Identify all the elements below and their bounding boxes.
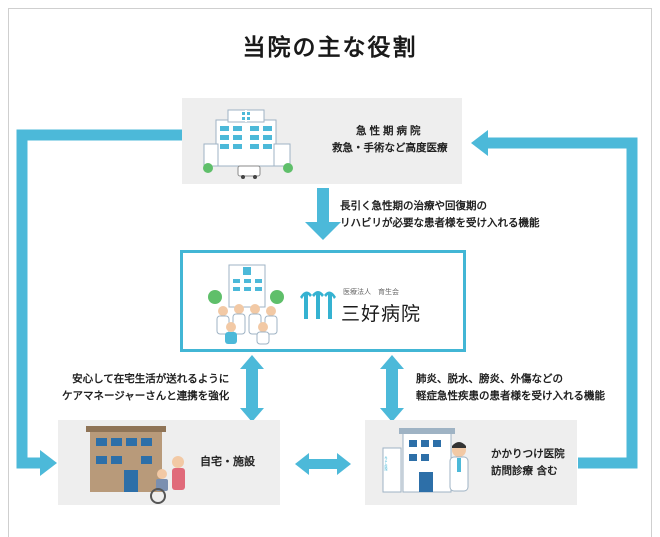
sanyo-name: 三好病院 — [341, 303, 422, 325]
right-loop-arrowhead — [471, 130, 488, 156]
clinic-line2: 訪問診療 含む — [491, 465, 558, 477]
clinic-note-line2: 軽症急性疾患の患者様を受け入れる機能 — [416, 390, 605, 402]
home-note-line2: ケアマネージャーさんと連携を強化 — [62, 390, 230, 402]
clinic-note: 肺炎、脱水、膀炎、外傷などの 軽症急性疾患の患者様を受け入れる機能 — [416, 371, 605, 405]
acute-hospital-desc: 救急・手術など高度医療 — [332, 142, 448, 154]
acute-hospital-text: 急性期病院 救急・手術など高度医療 — [332, 123, 448, 157]
clinic-doctor-icon: みよし医院 — [382, 428, 469, 493]
hospital-building-icon — [203, 109, 293, 179]
transfer-note-line1: 長引く急性期の治療や回復期の — [340, 200, 487, 212]
right-double-arrow — [380, 355, 404, 422]
care-facility-icon — [86, 426, 185, 504]
home-facility-box: 自宅・施設 — [58, 420, 280, 505]
clinic-box: みよし医院 かかりつけ医院 訪問診療 含む — [365, 420, 577, 505]
page-title: 当院の主な役割 — [236, 28, 424, 63]
transfer-note-line2: リハビリが必要な患者様を受け入れる機能 — [340, 217, 540, 229]
acute-hospital-name: 急性期病院 — [356, 125, 424, 137]
home-note: 安心して在宅生活が送れるように ケアマネージャーさんと連携を強化 — [62, 371, 229, 405]
right-loop-line — [486, 137, 638, 469]
sanyo-corp-label: 医療法人 育生会 — [343, 288, 399, 296]
horizontal-double-arrow — [295, 453, 351, 475]
clinic-note-line1: 肺炎、脱水、膀炎、外傷などの — [416, 373, 563, 385]
sanyo-hospital-box: 医療法人 育生会 三好病院 — [180, 250, 466, 352]
home-note-line1: 安心して在宅生活が送れるように — [72, 373, 230, 385]
clinic-line1: かかりつけ医院 — [491, 448, 565, 460]
sanyo-logo-icon — [300, 291, 336, 319]
hospital-staff-icon — [208, 264, 284, 345]
title-area: 当院の主な役割 — [0, 28, 660, 63]
home-facility-label: 自宅・施設 — [200, 455, 255, 468]
transfer-note: 長引く急性期の治療や回復期の リハビリが必要な患者様を受け入れる機能 — [340, 198, 540, 232]
clinic-sign: みよし医院 — [384, 455, 388, 472]
down-arrow — [305, 188, 341, 240]
left-loop-arrowhead — [40, 450, 57, 476]
clinic-text: かかりつけ医院 訪問診療 含む — [491, 446, 565, 480]
left-loop-line — [16, 129, 182, 469]
left-double-arrow — [240, 355, 264, 422]
acute-hospital-box: 急性期病院 救急・手術など高度医療 — [182, 98, 462, 184]
